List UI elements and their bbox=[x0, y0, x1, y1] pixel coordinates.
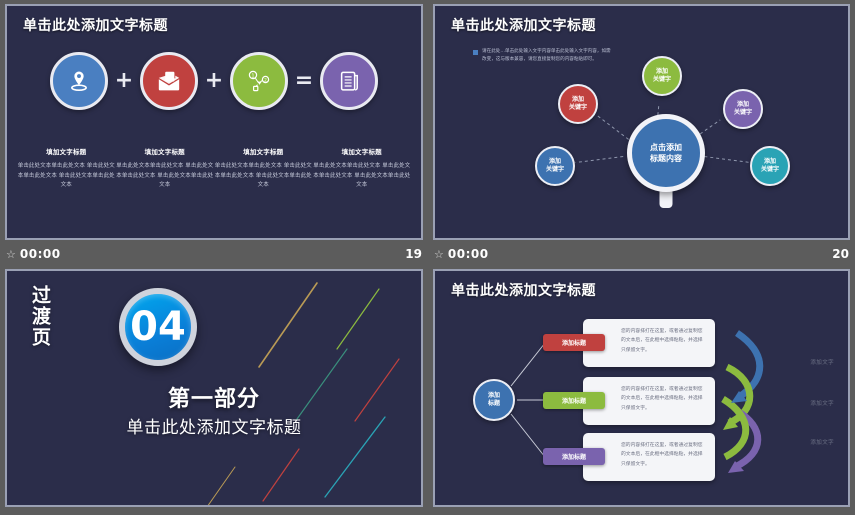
slide-cell-19[interactable]: 单击此处添加文字标题 + bbox=[0, 0, 428, 265]
timer-label: 00:00 bbox=[19, 247, 61, 261]
transition-vertical-label: 过渡页 bbox=[29, 285, 51, 348]
branch-textbox: 您的内容排打在这里，或者通过复制您的文本后，在此框中选择粘贴，并选择只保留文字。 bbox=[583, 377, 715, 425]
page-title: 单击此处添加文字标题 bbox=[451, 283, 596, 299]
section-number: 04 bbox=[130, 304, 186, 350]
caption-item: 填加文字标题 单击此处文本单击此处文本 单击此处文本单击此处文本 单击此处文本单… bbox=[116, 146, 215, 191]
branch-tab-label: 添加标题 bbox=[561, 398, 586, 405]
slide-cell-20[interactable]: 单击此处添加文字标题 请在此处…单击此处输入文字内容单击此处输入文字内容，如需改… bbox=[428, 0, 855, 265]
branch-tab[interactable]: 添加标题 bbox=[543, 448, 605, 465]
page-number: 20 bbox=[832, 247, 849, 261]
slide-cell-22[interactable]: 单击此处添加文字标题 bbox=[428, 265, 855, 515]
caption-heading: 填加文字标题 bbox=[341, 148, 382, 156]
side-label: 添加文字 bbox=[810, 401, 834, 407]
slide-frame-19: 单击此处添加文字标题 + bbox=[5, 4, 423, 240]
branch-hub[interactable]: 添加 标题 bbox=[473, 379, 515, 421]
operator-equals: = bbox=[294, 68, 314, 93]
envelope-mail-icon bbox=[156, 68, 182, 94]
mindmap-diagram: 请在此处…单击此处输入文字内容单击此处输入文字内容，如需改变，这与版本兼容，请您… bbox=[435, 6, 848, 238]
mindmap-hub[interactable]: 点击添加 标题内容 bbox=[627, 114, 705, 208]
location-pin-icon bbox=[66, 68, 92, 94]
slide-frame-22: 单击此处添加文字标题 bbox=[433, 269, 850, 507]
mindmap-node-upper-left[interactable]: 添加 关键字 bbox=[558, 84, 598, 124]
mindmap-node-right[interactable]: 添加 关键字 bbox=[750, 146, 790, 186]
branch-body: 您的内容排打在这里，或者通过复制您的文本后，在此框中选择粘贴，并选择只保留文字。 bbox=[621, 329, 703, 353]
slide-canvas-20: 单击此处添加文字标题 请在此处…单击此处输入文字内容单击此处输入文字内容，如需改… bbox=[433, 4, 850, 240]
mindmap-node-left[interactable]: 添加 关键字 bbox=[535, 146, 575, 186]
branch-connectors bbox=[510, 330, 764, 473]
hub-line-2: 标题内容 bbox=[650, 154, 682, 163]
icon-circle-location[interactable] bbox=[50, 52, 108, 110]
star-icon: ☆ bbox=[434, 247, 444, 261]
slide-footer-19: ☆ 00:00 19 bbox=[0, 243, 428, 265]
hub-line-2: 标题 bbox=[487, 400, 500, 407]
hub-line-1: 添加 bbox=[487, 391, 500, 399]
slide-canvas-transition: 过渡页 04 第一部分 单击此处添加文字标题 bbox=[5, 269, 423, 507]
slide-footer-20: ☆ 00:00 20 bbox=[428, 243, 855, 265]
slide-cell-transition[interactable]: 过渡页 04 第一部分 单击此处添加文字标题 bbox=[0, 265, 428, 515]
network-nodes-icon: 1 2 bbox=[245, 67, 273, 95]
branch-body: 您的内容排打在这里，或者通过复制您的文本后，在此框中选择粘贴，并选择只保留文字。 bbox=[621, 443, 703, 467]
timer-label: 00:00 bbox=[447, 247, 489, 261]
caption-item: 填加文字标题 单击此处文本单击此处文本 单击此处文本单击此处文本 单击此处文本单… bbox=[17, 146, 116, 191]
page-number: 19 bbox=[405, 247, 422, 261]
caption-heading: 填加文字标题 bbox=[144, 148, 185, 156]
page-title: 单击此处添加文字标题 bbox=[23, 18, 168, 34]
operator-plus-2: + bbox=[204, 68, 224, 93]
section-subheading: 单击此处添加文字标题 bbox=[126, 418, 302, 438]
section-heading: 第一部分 bbox=[167, 387, 260, 412]
node-line-1: 添加 bbox=[655, 67, 668, 75]
caption-item: 填加文字标题 单击此处文本单击此处文本 单击此处文本单击此处文本 单击此处文本单… bbox=[313, 146, 412, 191]
branch-body: 您的内容排打在这里，或者通过复制您的文本后，在此框中选择粘贴，并选择只保留文字。 bbox=[621, 387, 703, 411]
caption-body: 单击此处文本单击此处文本 单击此处文本单击此处文本 单击此处文本单击此处文本 bbox=[313, 163, 411, 189]
hub-line-1: 点击添加 bbox=[650, 142, 682, 152]
branch-diagram: 添加 标题 您的内容排打在这里，或者通过复制您的文本后，在此框中选择粘贴，并选择… bbox=[435, 271, 848, 505]
node-line-2: 关键字 bbox=[568, 104, 587, 111]
caption-row: 填加文字标题 单击此处文本单击此处文本 单击此处文本单击此处文本 单击此处文本单… bbox=[17, 146, 411, 191]
slide-frame-transition: 过渡页 04 第一部分 单击此处添加文字标题 bbox=[5, 269, 423, 507]
operator-plus-1: + bbox=[114, 68, 134, 93]
section-number-badge: 04 bbox=[119, 288, 197, 366]
star-icon: ☆ bbox=[6, 247, 16, 261]
bullet-square-icon bbox=[473, 50, 478, 55]
node-line-1: 添加 bbox=[571, 95, 584, 103]
branch-textbox: 您的内容排打在这里，或者通过复制您的文本后，在此框中选择粘贴，并选择只保留文字。 bbox=[583, 433, 715, 481]
branch-textbox: 您的内容排打在这里，或者通过复制您的文本后，在此框中选择粘贴，并选择只保留文字。 bbox=[583, 319, 715, 367]
side-label: 添加文字 bbox=[810, 440, 834, 446]
mindmap-node-top[interactable]: 添加 关键字 bbox=[642, 56, 682, 96]
branch-tab-label: 添加标题 bbox=[561, 340, 586, 347]
branch-tab[interactable]: 添加标题 bbox=[543, 334, 605, 351]
slide-canvas-22: 单击此处添加文字标题 bbox=[433, 269, 850, 507]
scroll-document-icon bbox=[336, 68, 362, 94]
branch-tab[interactable]: 添加标题 bbox=[543, 392, 605, 409]
node-line-1: 添加 bbox=[736, 100, 749, 108]
icon-circle-network[interactable]: 1 2 bbox=[230, 52, 288, 110]
bullet-text-block: 请在此处…单击此处输入文字内容单击此处输入文字内容，如需改变，这与版本兼容，请您… bbox=[473, 48, 613, 65]
bullet-text: 请在此处…单击此处输入文字内容单击此处输入文字内容，如需改变，这与版本兼容，请您… bbox=[482, 49, 611, 63]
side-label: 添加文字 bbox=[810, 360, 834, 366]
branch-tab-label: 添加标题 bbox=[561, 454, 586, 461]
caption-body: 单击此处文本单击此处文本 单击此处文本单击此处文本 单击此处文本单击此处文本 bbox=[214, 163, 312, 189]
slide-canvas-19: 单击此处添加文字标题 + bbox=[5, 4, 423, 240]
svg-text:2: 2 bbox=[264, 77, 267, 83]
icon-circle-mail[interactable] bbox=[140, 52, 198, 110]
caption-body: 单击此处文本单击此处文本 单击此处文本单击此处文本 单击此处文本单击此处文本 bbox=[116, 163, 214, 189]
slide-frame-20: 单击此处添加文字标题 请在此处…单击此处输入文字内容单击此处输入文字内容，如需改… bbox=[433, 4, 850, 240]
caption-heading: 填加文字标题 bbox=[243, 148, 284, 156]
node-line-2: 关键字 bbox=[545, 166, 564, 173]
svg-text:1: 1 bbox=[251, 73, 254, 79]
node-line-2: 关键字 bbox=[733, 109, 752, 116]
page-title: 单击此处添加文字标题 bbox=[451, 18, 596, 34]
caption-body: 单击此处文本单击此处文本 单击此处文本单击此处文本 单击此处文本单击此处文本 bbox=[17, 163, 115, 189]
icon-equation-row: + + bbox=[7, 52, 421, 110]
icon-circle-scroll[interactable] bbox=[320, 52, 378, 110]
mindmap-node-upper-right[interactable]: 添加 关键字 bbox=[723, 89, 763, 129]
hub-circle[interactable]: 点击添加 标题内容 bbox=[627, 114, 705, 192]
node-line-1: 添加 bbox=[548, 157, 561, 165]
caption-heading: 填加文字标题 bbox=[46, 148, 87, 156]
node-line-2: 关键字 bbox=[652, 76, 671, 83]
node-line-2: 关键字 bbox=[760, 166, 779, 173]
node-line-1: 添加 bbox=[763, 157, 776, 165]
caption-item: 填加文字标题 单击此处文本单击此处文本 单击此处文本单击此处文本 单击此处文本单… bbox=[214, 146, 313, 191]
